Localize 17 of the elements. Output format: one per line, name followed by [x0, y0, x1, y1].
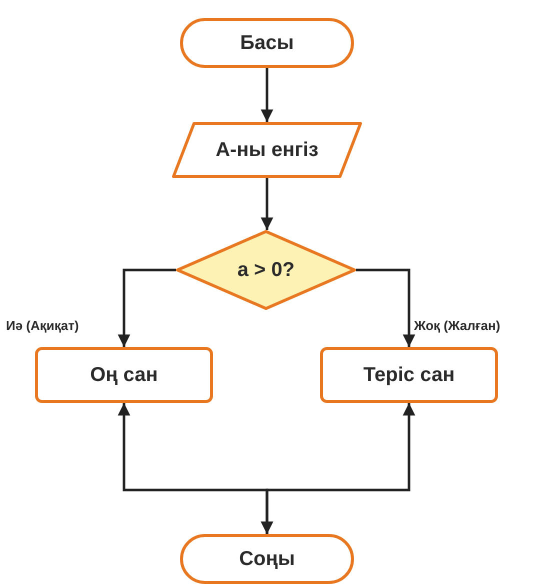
arrow: [260, 68, 274, 122]
arrow: [356, 268, 416, 347]
node-label: Оң сан: [90, 364, 158, 386]
arrow: [260, 403, 416, 534]
node-label: А-ны енгіз: [216, 138, 318, 162]
node-label: Теріс сан: [363, 364, 455, 386]
start-terminal: [180, 18, 354, 68]
node-label: a > 0?: [237, 258, 295, 282]
decision-diamond: [176, 230, 356, 310]
end-terminal: [180, 534, 354, 584]
process-box: [35, 347, 213, 403]
arrow: [260, 178, 274, 230]
input-parallelogram: [172, 122, 362, 178]
process-box: [320, 347, 498, 403]
node-label: Басы: [240, 32, 294, 54]
node-label: Соңы: [239, 548, 295, 570]
arrow: [118, 268, 176, 347]
